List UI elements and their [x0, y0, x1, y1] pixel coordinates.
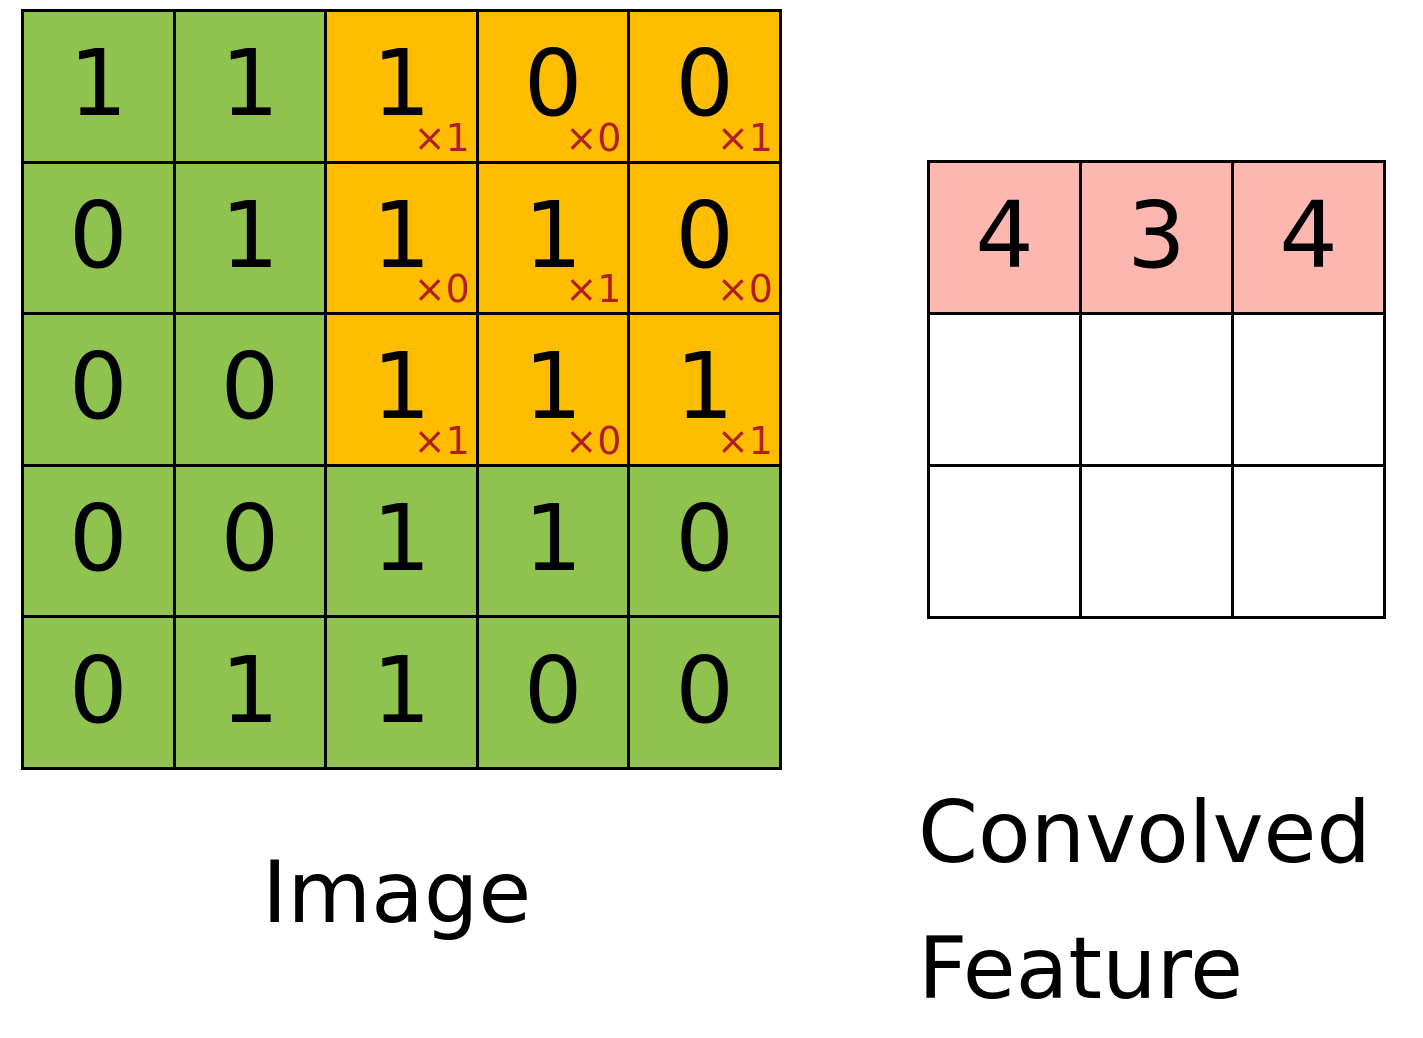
- kernel-cell: 0×0: [478, 12, 628, 161]
- image-cell-value: 1: [372, 636, 431, 744]
- image-cell: 0: [630, 466, 779, 616]
- image-cell-value: 0: [675, 181, 734, 289]
- kernel-weight: ×1: [413, 418, 470, 463]
- feature-cell-value: 4: [1279, 181, 1338, 289]
- convolved-feature-caption-line2: Feature: [918, 918, 1243, 1019]
- image-cell: 1: [175, 12, 325, 161]
- kernel-cell: 1×0: [478, 315, 628, 464]
- image-cell: 0: [24, 315, 173, 464]
- image-cell-value: 1: [675, 333, 734, 441]
- kernel-weight: ×1: [413, 115, 470, 160]
- image-cell: 1: [478, 466, 628, 616]
- kernel-weight: ×0: [565, 418, 622, 463]
- image-cell: 0: [175, 466, 325, 616]
- image-cell-value: 0: [69, 333, 128, 441]
- kernel-cell: 1×1: [630, 315, 779, 464]
- image-cell: 1: [175, 618, 325, 767]
- image-cell: 1: [327, 618, 476, 767]
- feature-cell: [1082, 467, 1231, 616]
- image-cell: 0: [24, 618, 173, 767]
- image-cell: 1: [327, 466, 476, 616]
- feature-cell: [1234, 315, 1383, 464]
- image-cell-value: 0: [523, 636, 583, 744]
- image-cell: 0: [630, 618, 779, 767]
- image-cell: 1: [175, 163, 325, 313]
- convolved-feature-caption-line1: Convolved: [918, 783, 1371, 883]
- image-cell-value: 0: [523, 30, 583, 138]
- kernel-weight: ×0: [716, 267, 773, 312]
- feature-cell: [930, 315, 1079, 464]
- feature-cell: [1082, 315, 1231, 464]
- image-cell-value: 0: [69, 181, 128, 289]
- feature-cell: 4: [930, 163, 1079, 312]
- image-cell-value: 1: [523, 181, 583, 289]
- image-cell-value: 1: [523, 333, 583, 441]
- feature-cell: [1234, 467, 1383, 616]
- image-cell: 0: [175, 315, 325, 464]
- convolved-feature-caption: Convolved Feature: [918, 766, 1371, 1038]
- image-cell-value: 0: [675, 30, 734, 138]
- image-cell: 0: [24, 163, 173, 313]
- kernel-weight: ×1: [565, 267, 622, 312]
- feature-cell-value: 4: [975, 181, 1034, 289]
- feature-cell: 4: [1234, 163, 1383, 312]
- kernel-cell: 1×1: [478, 163, 628, 313]
- feature-cell: [930, 467, 1079, 616]
- kernel-cell: 1×0: [327, 163, 476, 313]
- image-cell-value: 1: [372, 181, 431, 289]
- feature-cell: 3: [1082, 163, 1231, 312]
- kernel-weight: ×1: [716, 418, 773, 463]
- image-cell-value: 0: [69, 636, 128, 744]
- image-cell-value: 0: [675, 485, 734, 593]
- image-cell-value: 1: [220, 30, 280, 138]
- image-cell-value: 0: [220, 485, 280, 593]
- image-cell-value: 1: [523, 485, 583, 593]
- image-cell-value: 0: [69, 485, 128, 593]
- feature-cell-value: 3: [1127, 181, 1186, 289]
- image-cell-value: 1: [220, 636, 280, 744]
- kernel-cell: 0×1: [630, 12, 779, 161]
- kernel-cell: 0×0: [630, 163, 779, 313]
- image-cell-value: 1: [372, 333, 431, 441]
- kernel-cell: 1×1: [327, 315, 476, 464]
- image-cell: 0: [478, 618, 628, 767]
- image-cell-value: 1: [372, 485, 431, 593]
- image-cell: 1: [24, 12, 173, 161]
- image-cell-value: 1: [69, 30, 128, 138]
- image-cell: 0: [24, 466, 173, 616]
- image-cell-value: 1: [220, 181, 280, 289]
- image-cell-value: 0: [675, 636, 734, 744]
- image-caption: Image: [262, 843, 532, 943]
- image-cell-value: 0: [220, 333, 280, 441]
- kernel-weight: ×0: [413, 267, 470, 312]
- kernel-cell: 1×1: [327, 12, 476, 161]
- kernel-weight: ×0: [565, 115, 622, 160]
- kernel-weight: ×1: [716, 115, 773, 160]
- image-cell-value: 1: [372, 30, 431, 138]
